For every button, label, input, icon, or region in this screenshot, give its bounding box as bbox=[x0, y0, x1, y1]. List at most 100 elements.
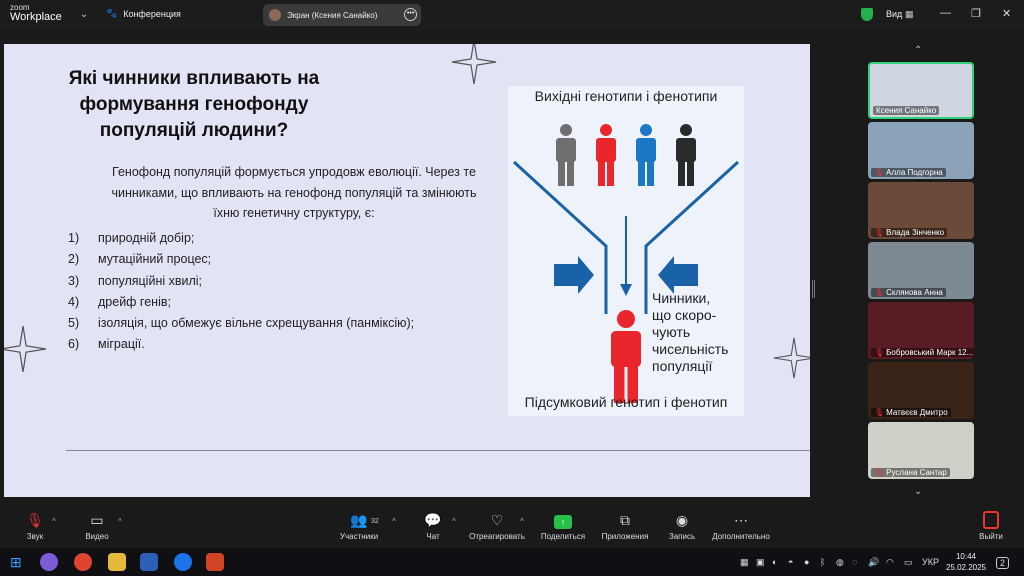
person-grey-icon bbox=[556, 124, 576, 186]
powerpoint-app-icon[interactable] bbox=[206, 553, 224, 571]
left-arrow-icon bbox=[658, 256, 698, 294]
meeting-label: Конференция bbox=[123, 8, 181, 19]
wifi-icon[interactable]: ◠ bbox=[886, 557, 894, 567]
down-arrow-head bbox=[620, 284, 632, 296]
participant-tile[interactable]: 🎙Склянова Анна bbox=[868, 242, 974, 299]
view-button[interactable]: Вид bbox=[886, 9, 903, 19]
mic-muted-icon: 🎙 bbox=[874, 228, 885, 237]
participant-tile[interactable]: 🎙Бобровський Марк 12... bbox=[868, 302, 974, 359]
participant-tile[interactable]: Ксения Санайко bbox=[868, 62, 974, 119]
tray-app-icon[interactable]: ▣ bbox=[756, 557, 765, 567]
windows-taskbar: ⊞ ▦ ▣ ◐ ◓ ● ᛒ ◍ ◌ 🔊 ◠ ▭ УКР 10:44 25.02.… bbox=[0, 548, 1024, 576]
screen-share-indicator[interactable]: Экран (Ксения Санайко) ••• bbox=[263, 4, 421, 26]
mic-muted-icon: 🎙 bbox=[874, 288, 885, 297]
notifications-icon[interactable]: 2 bbox=[996, 557, 1010, 569]
caret-up-icon[interactable]: ^ bbox=[392, 517, 396, 526]
list-item: 1)природній добір; bbox=[68, 231, 195, 245]
chevron-up-icon[interactable]: ⌃ bbox=[914, 45, 923, 56]
zoom-tray-icon[interactable]: ● bbox=[804, 557, 810, 567]
tray-app-icon[interactable]: ▦ bbox=[740, 557, 749, 567]
react-button[interactable]: ♡ Отреагировать ^ bbox=[462, 509, 532, 548]
presenter-avatar bbox=[269, 9, 281, 21]
meeting-info-button[interactable]: 🐾 Конференция bbox=[106, 8, 181, 19]
security-shield-icon[interactable] bbox=[861, 8, 873, 21]
record-button[interactable]: ◉ Запись bbox=[647, 509, 717, 548]
meeting-toolbar: 🎙 Звук ^ ▭ Видео ^ 👥 Участники 32 ^ 💬 Ча… bbox=[0, 509, 1024, 548]
genotype-funnel-figure: Вихідні генотипи і фенотипи Чинники, що … bbox=[508, 86, 744, 416]
audio-button[interactable]: 🎙 Звук ^ bbox=[0, 509, 70, 548]
slide-divider bbox=[66, 450, 810, 451]
apps-button[interactable]: ⧉ Приложения bbox=[590, 509, 660, 548]
person-red-icon bbox=[596, 124, 616, 186]
participant-tile[interactable]: 🎙Матвєєв Дмитро bbox=[868, 362, 974, 419]
chevron-down-icon[interactable]: ⌄ bbox=[914, 486, 923, 497]
caret-up-icon[interactable]: ^ bbox=[52, 517, 56, 526]
view-grid-icon[interactable]: ▦ bbox=[905, 9, 914, 19]
list-item: 2)мутаційний процес; bbox=[68, 252, 212, 267]
more-button[interactable]: ⋯ Дополнительно bbox=[706, 509, 776, 548]
restore-icon[interactable]: ❐ bbox=[971, 8, 981, 20]
zoom-app-icon[interactable] bbox=[174, 553, 192, 571]
windows-start-icon[interactable]: ⊞ bbox=[10, 554, 22, 570]
chat-bubble-icon: 💬 bbox=[424, 512, 442, 528]
funnel-diagram bbox=[512, 124, 740, 403]
language-indicator[interactable]: УКР bbox=[922, 557, 939, 567]
screen-share-label: Экран (Ксения Санайко) bbox=[287, 10, 378, 20]
heart-icon: ♡ bbox=[490, 512, 504, 528]
sparkle-decoration-icon bbox=[773, 337, 810, 379]
share-arrow-icon: ↑ bbox=[554, 515, 572, 529]
mic-muted-icon: 🎙 bbox=[874, 168, 885, 177]
file-explorer-icon[interactable] bbox=[108, 553, 126, 571]
participant-name: 🎙Склянова Анна bbox=[871, 288, 946, 297]
caret-up-icon[interactable]: ^ bbox=[452, 517, 456, 526]
participant-name: 🎙Руслана Сантар bbox=[871, 468, 950, 477]
share-screen-button[interactable]: ↑ Поделиться bbox=[540, 515, 586, 541]
participant-name: Ксения Санайко bbox=[873, 106, 940, 115]
battery-icon[interactable]: ▭ bbox=[904, 557, 913, 567]
more-options-icon[interactable]: ••• bbox=[404, 8, 417, 21]
ellipsis-icon: ⋯ bbox=[734, 512, 748, 528]
tray-app-icon[interactable]: ◌ bbox=[852, 557, 858, 567]
list-item: 4)дрейф генів; bbox=[68, 294, 171, 309]
participant-name: 🎙Матвєєв Дмитро bbox=[871, 408, 951, 417]
exit-door-icon bbox=[983, 511, 999, 529]
factors-list: 1)природній добір; 2)мутаційний процес; … bbox=[68, 228, 414, 356]
participant-tile[interactable]: 🎙Руслана Сантар bbox=[868, 422, 974, 479]
mic-muted-icon: 🎙 bbox=[26, 512, 44, 528]
slide-intro-text: Генофонд популяцій формується упродовж е… bbox=[111, 165, 477, 220]
tray-app-icon[interactable]: ◐ bbox=[772, 557, 778, 567]
viber-app-icon[interactable] bbox=[40, 553, 58, 571]
video-button[interactable]: ▭ Видео ^ bbox=[62, 509, 132, 548]
taskbar-clock[interactable]: 10:44 25.02.2025 bbox=[945, 552, 987, 572]
participant-name: 🎙Бобровський Марк 12... bbox=[871, 348, 974, 357]
volume-icon[interactable]: 🔊 bbox=[868, 557, 880, 567]
chrome-app-icon[interactable] bbox=[74, 553, 92, 571]
tray-app-icon[interactable]: ◓ bbox=[788, 557, 794, 567]
minimize-icon[interactable]: — bbox=[940, 7, 951, 19]
mic-muted-icon: 🎙 bbox=[874, 408, 885, 417]
participant-tile[interactable]: 🎙Алла Подгорна bbox=[868, 122, 974, 179]
people-icon: 👥 bbox=[350, 512, 368, 528]
caret-up-icon[interactable]: ^ bbox=[520, 517, 524, 526]
chevron-down-icon[interactable]: ⌄ bbox=[80, 9, 89, 20]
participants-button[interactable]: 👥 Участники 32 ^ bbox=[324, 509, 396, 548]
paw-icon: 🐾 bbox=[106, 8, 118, 18]
person-black-icon bbox=[676, 124, 696, 186]
viber-tray-icon[interactable]: ◍ bbox=[836, 557, 844, 567]
bluetooth-icon[interactable]: ᛒ bbox=[820, 557, 826, 567]
right-arrow-icon bbox=[554, 256, 594, 294]
word-app-icon[interactable] bbox=[140, 553, 158, 571]
panel-resize-handle[interactable] bbox=[812, 280, 815, 298]
participant-name: 🎙Алла Подгорна bbox=[871, 168, 946, 177]
list-item: 3)популяційні хвилі; bbox=[68, 273, 203, 288]
chat-button[interactable]: 💬 Чат ^ bbox=[398, 509, 468, 548]
participant-tile[interactable]: 🎙Влада Зінченко bbox=[868, 182, 974, 239]
close-icon[interactable]: ✕ bbox=[1002, 8, 1012, 20]
leave-button[interactable]: Выйти bbox=[956, 509, 1024, 548]
participants-count: 32 bbox=[371, 518, 379, 525]
mic-muted-icon: 🎙 bbox=[874, 468, 885, 477]
apps-icon: ⧉ bbox=[620, 512, 630, 528]
caret-up-icon[interactable]: ^ bbox=[118, 517, 122, 526]
funnel-left-line bbox=[512, 160, 608, 314]
